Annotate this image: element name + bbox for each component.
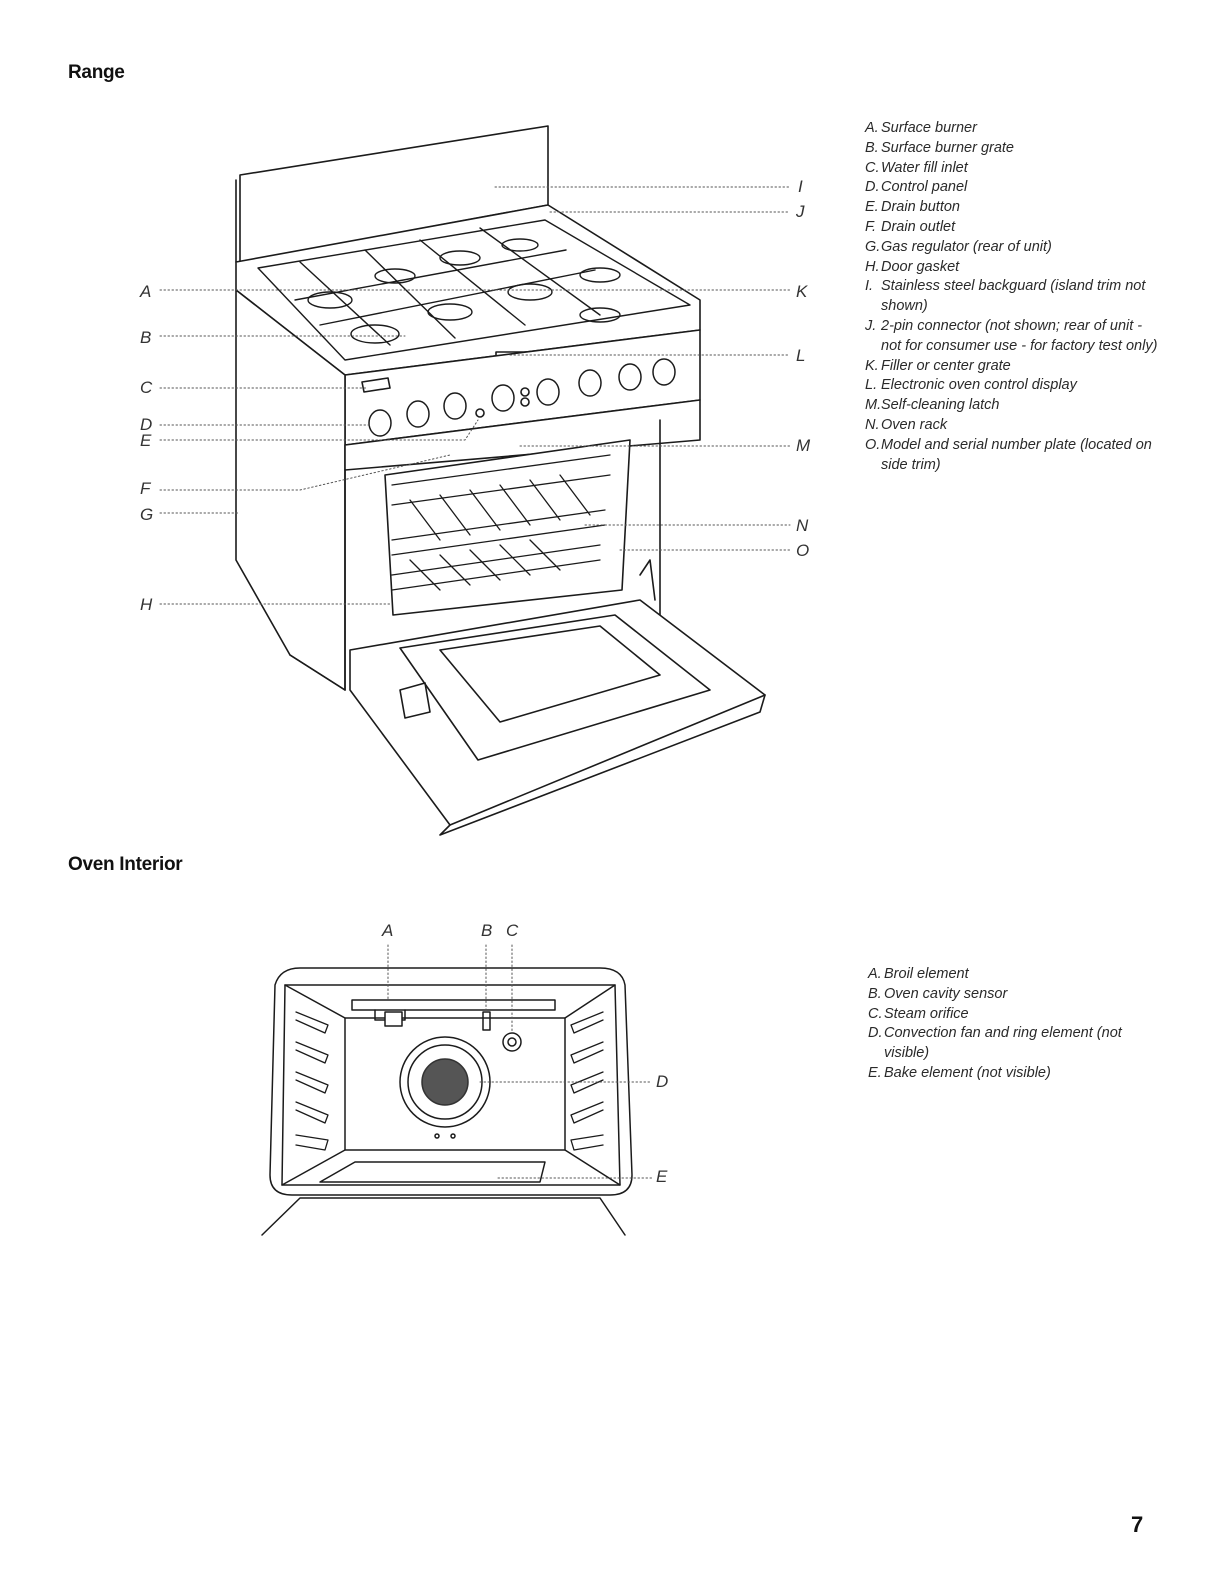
callout-k: K <box>796 282 808 301</box>
legend-item: O.Model and serial number plate (located… <box>865 436 1152 473</box>
callout-i: I <box>798 177 803 196</box>
callout-g: G <box>140 505 154 524</box>
oven-interior-heading: Oven Interior <box>68 854 183 875</box>
oven-callout-c: C <box>506 921 519 940</box>
legend-item: E.Bake element (not visible) <box>868 1064 1051 1081</box>
legend-item: M.Self-cleaning latch <box>865 397 1000 414</box>
callout-m: M <box>796 436 811 455</box>
page-number: 7 <box>1131 1512 1144 1537</box>
legend-item: B.Oven cavity sensor <box>868 985 1008 1002</box>
legend-item: K.Filler or center grate <box>865 357 1011 374</box>
callout-c: C <box>140 378 153 397</box>
callout-a: A <box>140 282 152 301</box>
legend-item: C.Steam orifice <box>868 1005 969 1022</box>
callout-n: N <box>796 516 809 535</box>
callout-f: F <box>140 479 151 498</box>
legend-item: E.Drain button <box>865 199 960 216</box>
callout-h: H <box>140 595 153 614</box>
oven-callout-d: D <box>656 1072 669 1091</box>
oven-callout-b: B <box>481 921 493 940</box>
legend-item: D.Convection fan and ring element (not v… <box>868 1025 1122 1062</box>
callout-o: O <box>796 541 810 560</box>
legend-item: D.Control panel <box>865 179 968 196</box>
callout-j: J <box>796 202 805 221</box>
legend-item: A.Surface burner <box>865 120 977 136</box>
range-heading: Range <box>68 62 125 83</box>
legend-item: N.Oven rack <box>865 416 948 433</box>
callout-b: B <box>140 328 152 347</box>
legend-item: L.Electronic oven control display <box>865 377 1077 394</box>
callout-l: L <box>796 346 806 365</box>
legend-item: I.Stainless steel backguard (island trim… <box>865 278 1146 315</box>
callout-d: D <box>140 415 153 434</box>
range-legend: A.Surface burner B.Surface burner grate … <box>865 119 1165 475</box>
legend-item: H.Door gasket <box>865 258 960 275</box>
legend-item: J.2-pin connector (not shown; rear of un… <box>865 317 1158 354</box>
callout-e: E <box>140 431 152 450</box>
legend-item: F.Drain outlet <box>865 218 956 235</box>
legend-item: G.Gas regulator (rear of unit) <box>865 238 1052 255</box>
oven-interior-legend: A.Broil element B.Oven cavity sensor C.S… <box>868 965 1148 1084</box>
oven-callout-a: A <box>382 921 394 940</box>
legend-item: B.Surface burner grate <box>865 139 1014 156</box>
legend-item: C.Water fill inlet <box>865 159 968 176</box>
legend-item: A.Broil element <box>868 966 969 982</box>
oven-callout-e: E <box>656 1167 668 1186</box>
